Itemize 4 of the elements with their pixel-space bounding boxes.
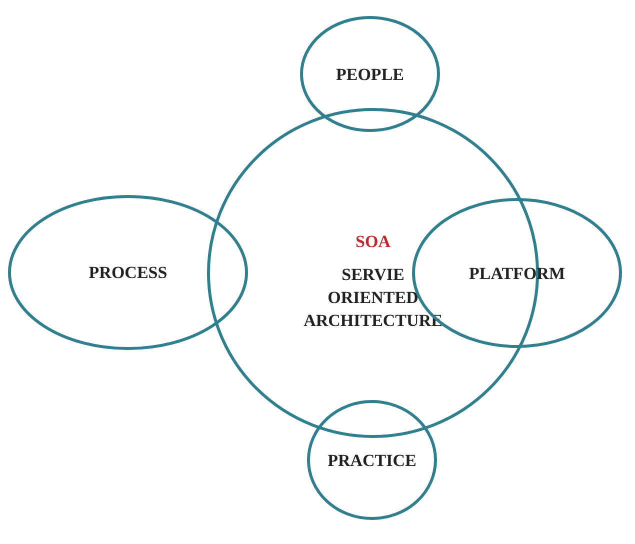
node-label: PRACTICE xyxy=(328,450,416,472)
node-label: PEOPLE xyxy=(336,64,404,86)
node-heading: SOA xyxy=(356,231,390,253)
node-label: PROCESS xyxy=(88,262,168,284)
